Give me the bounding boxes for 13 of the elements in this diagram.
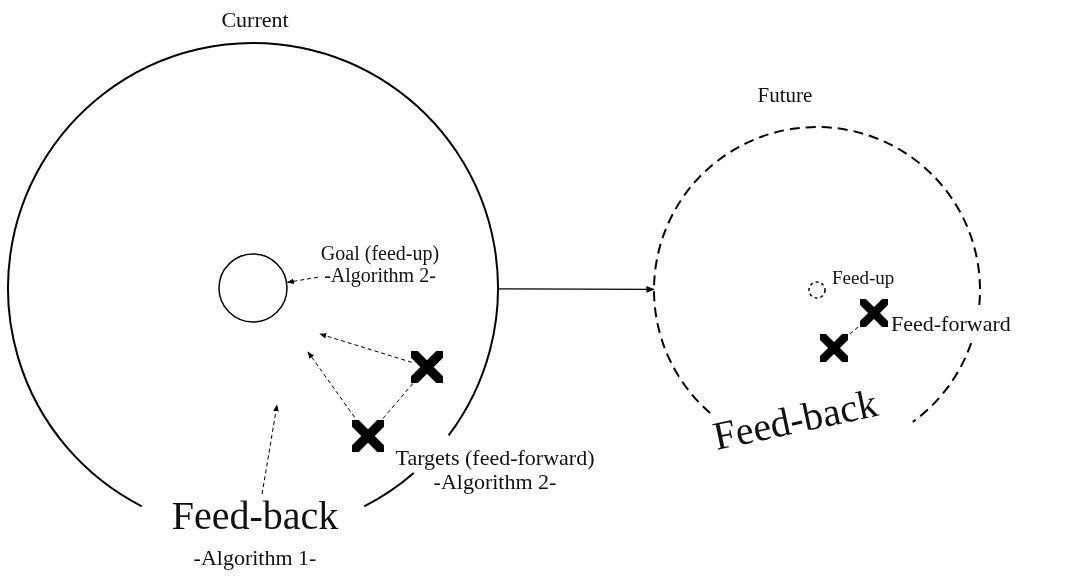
node-label: Goal (feed-up) -Algorithm 2- [319,242,441,286]
circle-title: Current [220,8,290,33]
node-label: Feed-forward [891,312,1012,337]
node-label: Feed-up [832,268,896,289]
node-label: -Algorithm 1- [192,546,318,571]
heading-text: Feed-back [170,494,340,538]
circle-title: Future [756,84,814,108]
heading-text: Feed-back [709,381,882,459]
node-label: Targets (feed-forward) -Algorithm 2- [394,446,596,495]
arrow [261,404,279,495]
arrow [286,276,319,284]
arrow [497,286,655,293]
arrow [319,333,413,363]
